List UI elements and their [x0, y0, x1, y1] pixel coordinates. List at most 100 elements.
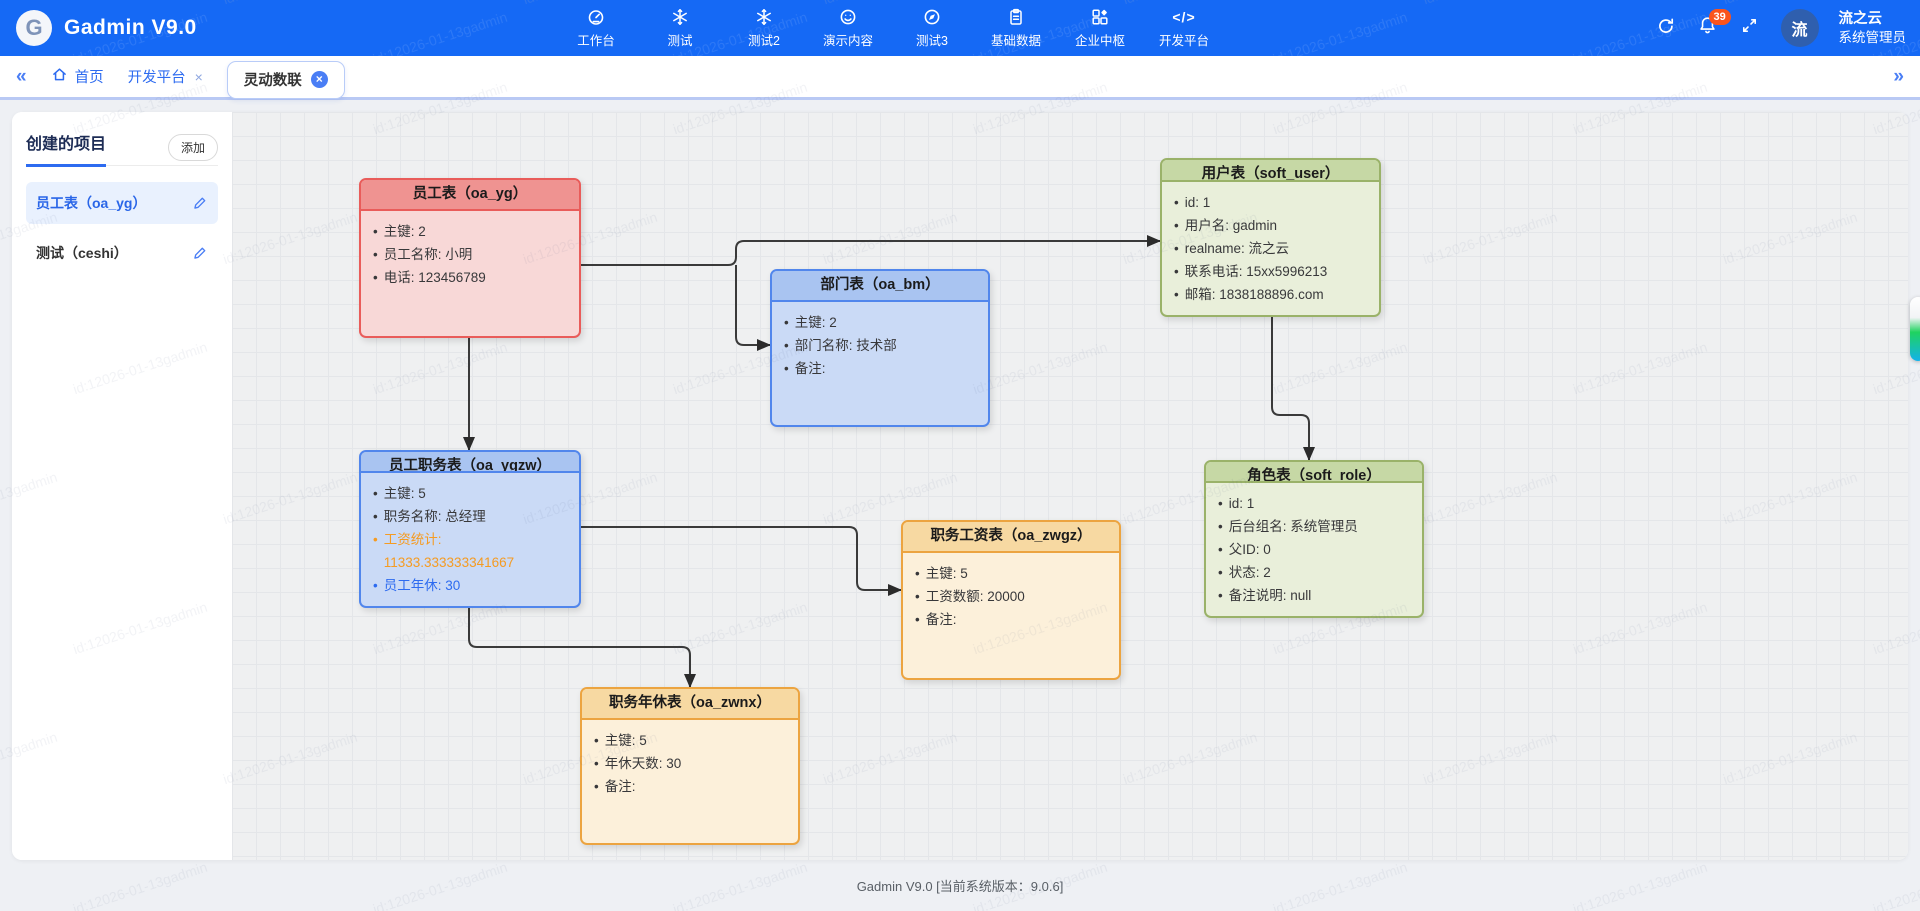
- main-menu: 工作台 测试 测试2 演示内容 测试3: [566, 0, 1214, 56]
- nav-item-label: 开发平台: [1158, 34, 1209, 48]
- nav-item-demo[interactable]: 演示内容: [818, 0, 878, 56]
- tab-bar: « 首页 开发平台 × 灵动数联 × »: [0, 56, 1920, 100]
- nav-item-enterprise[interactable]: 企业中枢: [1070, 0, 1130, 56]
- tab-close-icon[interactable]: ×: [194, 68, 203, 85]
- diagram-entity-oa_yg[interactable]: 员工表（oa_yg）•主键: 2•员工名称: 小明•电话: 123456789: [359, 178, 581, 338]
- diagram-entity-soft_role[interactable]: 角色表（soft_role）•id: 1•后台组名: 系统管理员•父ID: 0•…: [1204, 460, 1424, 618]
- entity-field: •备注说明: null: [1218, 588, 1312, 603]
- entity-title: 员工职务表（oa_ygzw）: [361, 452, 579, 473]
- home-icon: [51, 66, 68, 87]
- relation-edge-oa_ygzw-oa_zwgz: [581, 526, 902, 596]
- entity-field: •电话: 123456789: [373, 270, 486, 285]
- entity-field-list: •主键: 5•职务名称: 总经理•工资统计: 11333.33333334166…: [361, 473, 579, 606]
- clipboard-icon: [1006, 7, 1026, 27]
- fullscreen-button[interactable]: [1739, 17, 1761, 39]
- app-title: Gadmin V9.0: [64, 16, 197, 39]
- entity-field: •主键: 5: [373, 486, 426, 501]
- project-item-oa-yg[interactable]: 员工表（oa_yg）: [26, 182, 218, 224]
- nav-item-label: 测试2: [748, 34, 780, 48]
- expand-icon: [1740, 16, 1759, 40]
- entity-field-list: •主键: 5•年休天数: 30•备注:: [582, 720, 798, 807]
- entity-title: 部门表（oa_bm）: [772, 271, 988, 302]
- nav-item-test3[interactable]: 测试3: [902, 0, 962, 56]
- right-edge-handle[interactable]: [1910, 297, 1920, 361]
- edit-pencil-icon[interactable]: [192, 195, 208, 211]
- entity-field: •id: 1: [1218, 496, 1255, 511]
- tab-label: 灵动数联: [243, 73, 302, 89]
- relation-edge-soft_user-soft_role: [1271, 317, 1315, 461]
- user-role: 系统管理员: [1838, 29, 1907, 45]
- user-menu[interactable]: 流之云 系统管理员: [1839, 10, 1907, 46]
- diagram-entity-soft_user[interactable]: 用户表（soft_user）•id: 1•用户名: gadmin•realnam…: [1160, 158, 1381, 317]
- entity-field: •部门名称: 技术部: [784, 338, 897, 353]
- nav-item-test[interactable]: 测试: [650, 0, 710, 56]
- entity-title: 职务工资表（oa_zwgz）: [903, 522, 1119, 553]
- notifications-button[interactable]: 39: [1697, 9, 1731, 39]
- watermark-text: id:12026-01-13gadmin: [370, 8, 510, 56]
- entity-title: 用户表（soft_user）: [1162, 160, 1379, 182]
- entity-field: •状态: 2: [1218, 565, 1271, 580]
- entity-title: 职务年休表（oa_zwnx）: [582, 689, 798, 720]
- project-item-ceshi[interactable]: 测试（ceshi）: [26, 232, 218, 274]
- entity-title: 角色表（soft_role）: [1206, 462, 1422, 483]
- avatar[interactable]: 流: [1780, 9, 1819, 47]
- compass-icon: [922, 7, 942, 27]
- entity-field: •主键: 2: [373, 224, 426, 239]
- nav-item-basedata[interactable]: 基础数据: [986, 0, 1046, 56]
- entity-field: •主键: 2: [784, 315, 837, 330]
- nav-item-label: 企业中枢: [1074, 34, 1125, 48]
- blocks-icon: [1090, 7, 1110, 27]
- diagram-entity-oa_zwnx[interactable]: 职务年休表（oa_zwnx）•主键: 5•年休天数: 30•备注:: [580, 687, 800, 845]
- entity-field: •id: 1: [1174, 195, 1211, 210]
- brand: G Gadmin V9.0: [16, 10, 197, 46]
- nav-item-label: 测试: [667, 34, 693, 48]
- entity-field: •备注:: [784, 361, 826, 376]
- nav-item-label: 测试3: [916, 34, 948, 48]
- add-project-button[interactable]: 添加: [167, 134, 218, 161]
- entity-field: •父ID: 0: [1218, 542, 1271, 557]
- entity-field-list: •id: 1•用户名: gadmin•realname: 流之云•联系电话: 1…: [1162, 182, 1379, 315]
- project-sidebar: 创建的项目 添加 员工表（oa_yg） 测试（ceshi）: [12, 112, 232, 860]
- diagram-entity-oa_bm[interactable]: 部门表（oa_bm） •主键: 2 •部门名称: 技术部 •备注:: [770, 269, 990, 427]
- entity-field: •员工名称: 小明: [373, 247, 473, 262]
- tab-home[interactable]: 首页: [51, 66, 104, 87]
- code-icon: </>: [1172, 9, 1196, 25]
- refresh-button[interactable]: [1655, 17, 1677, 39]
- relation-edge-oa_yg-soft_user: [581, 235, 1161, 266]
- app-logo[interactable]: G: [16, 10, 52, 46]
- nav-item-devplatform[interactable]: </> 开发平台: [1154, 0, 1214, 56]
- entity-field-list: •主键: 2 •员工名称: 小明 •电话: 123456789: [361, 211, 579, 298]
- diagram-entity-oa_zwgz[interactable]: 职务工资表（oa_zwgz）•主键: 5•工资数额: 20000•备注:: [901, 520, 1121, 680]
- watermark-text: id:12026-01-13gadmin: [1421, 0, 1559, 7]
- entity-field: •备注:: [594, 779, 636, 794]
- tab-lingdong-active[interactable]: 灵动数联 ×: [226, 60, 345, 99]
- tabs-expand-button[interactable]: »: [1893, 65, 1904, 87]
- watermark-text: id:12026-01-13gadmin: [0, 0, 59, 7]
- diagram-entity-oa_ygzw[interactable]: 员工职务表（oa_ygzw）•主键: 5•职务名称: 总经理•工资统计: 113…: [359, 450, 581, 608]
- user-name: 流之云: [1838, 10, 1883, 27]
- project-label: 员工表（oa_yg）: [36, 195, 147, 211]
- sidebar-header: 创建的项目 添加: [26, 130, 218, 167]
- edit-pencil-icon[interactable]: [192, 245, 208, 261]
- tabs-collapse-button[interactable]: «: [16, 65, 27, 87]
- relation-edge-oa_yg-oa_bm: [735, 265, 771, 351]
- project-label: 测试（ceshi）: [36, 245, 128, 261]
- tab-label: 开发平台: [127, 70, 186, 86]
- entity-field: •备注:: [915, 612, 957, 627]
- sidebar-title: 创建的项目: [26, 130, 107, 167]
- entity-field: •用户名: gadmin: [1174, 218, 1278, 233]
- relation-edge-oa_ygzw-oa_zwnx: [468, 608, 696, 688]
- tab-devplatform[interactable]: 开发平台 ×: [128, 66, 203, 87]
- notification-badge: 39: [1708, 9, 1731, 25]
- navbar-tools: 39 流 流之云 系统管理员: [1655, 0, 1907, 56]
- tab-close-icon[interactable]: ×: [310, 71, 328, 88]
- nav-item-workbench[interactable]: 工作台: [566, 0, 626, 56]
- refresh-icon: [1656, 16, 1676, 41]
- footer-version: Gadmin V9.0 [当前系统版本：9.0.6]: [856, 879, 1064, 894]
- entity-field: •工资数额: 20000: [915, 589, 1025, 604]
- gauge-icon: [586, 7, 606, 27]
- entity-field-list: •主键: 5•工资数额: 20000•备注:: [903, 553, 1119, 640]
- nav-item-test2[interactable]: 测试2: [734, 0, 794, 56]
- snowflake-icon: [670, 7, 690, 27]
